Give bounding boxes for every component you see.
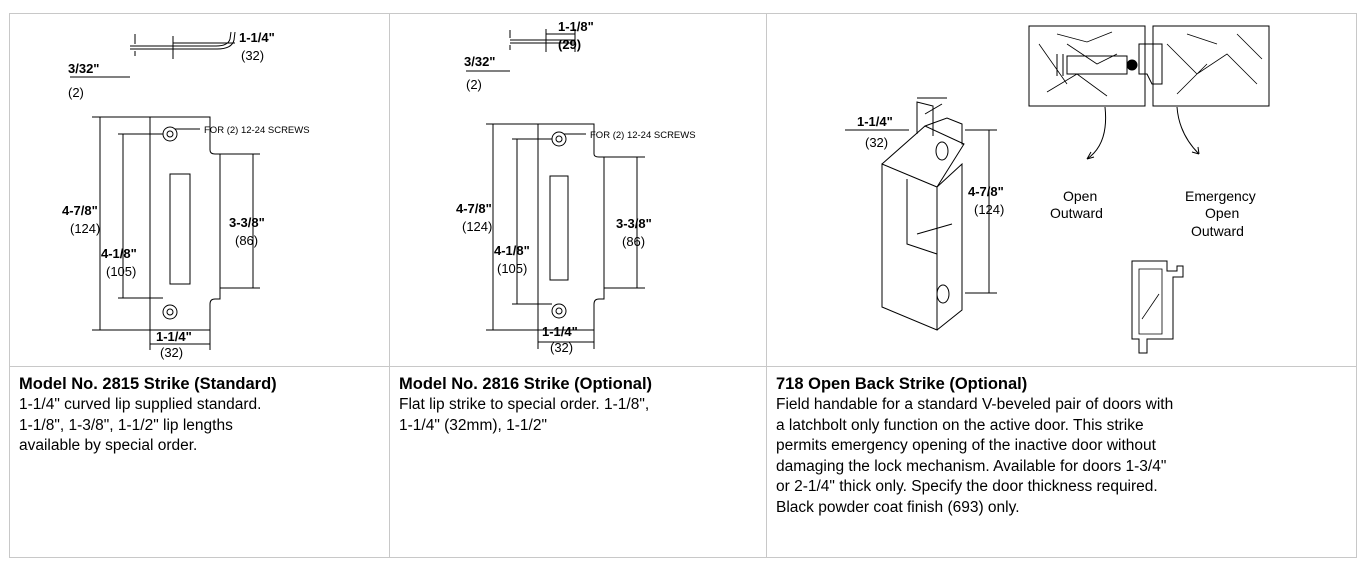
lip-height-dim: 3-3/8" xyxy=(229,215,265,230)
strike-2815-drawing: 1-1/4" (32) 3/32" (2) FOR (2) 12-24 SCRE… xyxy=(10,14,389,366)
screw-hole xyxy=(162,126,178,142)
description-line: Black powder coat finish (693) only. xyxy=(776,498,1020,516)
strike-2815-title: Model No. 2815 Strike (Standard) xyxy=(19,375,277,393)
screw-hole xyxy=(551,131,567,147)
emergency-label: Emergency xyxy=(1185,188,1256,204)
width-dim-mm: (32) xyxy=(865,135,888,150)
lip-profile xyxy=(140,31,232,47)
height-dim-mm: (124) xyxy=(462,219,492,234)
screw-note: FOR (2) 12-24 SCREWS xyxy=(590,130,696,141)
lip-dim: 1-1/4" xyxy=(239,30,275,45)
lip-height-dim: 3-3/8" xyxy=(616,216,652,231)
strike-718-title: 718 Open Back Strike (Optional) xyxy=(776,375,1028,393)
width-dim-mm: (32) xyxy=(160,345,183,360)
description-line: a latchbolt only function on the active … xyxy=(776,416,1144,434)
column-divider xyxy=(766,14,767,557)
strike-plate xyxy=(149,116,221,331)
screw-hole xyxy=(551,303,567,319)
strike-body-3d xyxy=(881,163,938,331)
lip-dim-mm: (32) xyxy=(241,48,264,63)
height-dim: 4-7/8" xyxy=(456,201,492,216)
centers-dim-mm: (105) xyxy=(497,261,527,276)
width-dim: 1-1/4" xyxy=(857,114,893,129)
lip-height-dim-mm: (86) xyxy=(235,233,258,248)
thickness-dim: 3/32" xyxy=(68,61,99,76)
height-dim-mm: (124) xyxy=(70,221,100,236)
column-divider xyxy=(389,14,390,557)
lip-height-dim-mm: (86) xyxy=(622,234,645,249)
description-line: Flat lip strike to special order. 1-1/8"… xyxy=(399,396,650,413)
width-dim: 1-1/4" xyxy=(542,324,578,339)
bolt-opening xyxy=(549,175,569,281)
width-dim: 1-1/4" xyxy=(156,329,192,344)
description-line: 1-1/4" (32mm), 1-1/2" xyxy=(399,416,547,434)
screw-hole xyxy=(162,304,178,320)
description-line: damaging the lock mechanism. Available f… xyxy=(776,457,1167,475)
description-line: permits emergency opening of the inactiv… xyxy=(776,437,1156,454)
thickness-dim-mm: (2) xyxy=(68,85,84,100)
description-line: available by special order. xyxy=(19,437,198,454)
centers-dim-mm: (105) xyxy=(106,264,136,279)
height-dim-mm: (124) xyxy=(974,202,1004,217)
width-dim-mm: (32) xyxy=(550,340,573,355)
description-line: Field handable for a standard V-beveled … xyxy=(776,396,1174,413)
screw-hole xyxy=(935,141,949,161)
centers-dim: 4-1/8" xyxy=(101,246,137,261)
thickness-dim: 3/32" xyxy=(464,54,495,69)
screw-hole xyxy=(936,284,950,304)
strike-2816-drawing: 1-1/8" (29) 3/32" (2) FOR (2) 12-24 SCRE… xyxy=(390,14,766,366)
strike-718-drawing: 1-1/4" (32) 4-7/8" (124) Open Outward Em… xyxy=(767,14,1357,366)
active-door xyxy=(1028,25,1146,107)
strike-2815-description: Model No. 2815 Strike (Standard) 1-1/4" … xyxy=(10,367,389,557)
open-outward-arrow xyxy=(1086,106,1107,160)
height-dim: 4-7/8" xyxy=(62,203,98,218)
product-table: 1-1/4" (32) 3/32" (2) FOR (2) 12-24 SCRE… xyxy=(9,13,1357,558)
strike-2816-description: Model No. 2816 Strike (Optional) Flat li… xyxy=(390,367,766,557)
strike-2816-title: Model No. 2816 Strike (Optional) xyxy=(399,375,653,393)
description-line: 1-1/8", 1-3/8", 1-1/2" lip lengths xyxy=(19,416,233,434)
description-line: 1-1/4" curved lip supplied standard. xyxy=(19,396,262,413)
bolt-opening xyxy=(169,173,191,285)
row-divider xyxy=(10,366,1356,367)
emergency-label: Open xyxy=(1205,205,1239,221)
height-dim: 4-7/8" xyxy=(968,184,1004,199)
open-outward-label: Open xyxy=(1063,188,1097,204)
open-outward-label: Outward xyxy=(1050,205,1103,221)
thickness-dim-mm: (2) xyxy=(466,77,482,92)
strike-section xyxy=(1131,260,1184,354)
centers-dim: 4-1/8" xyxy=(494,243,530,258)
strike-718-description: 718 Open Back Strike (Optional) Field ha… xyxy=(767,367,1357,557)
strike-plate xyxy=(537,123,605,331)
lip-dim-mm: (29) xyxy=(558,37,581,52)
screw-note: FOR (2) 12-24 SCREWS xyxy=(204,125,310,136)
emergency-arrow xyxy=(1176,106,1200,155)
lip-dim: 1-1/8" xyxy=(558,19,594,34)
emergency-label: Outward xyxy=(1191,223,1244,239)
description-line: or 2-1/4" thick only. Specify the door t… xyxy=(776,478,1158,495)
inactive-door xyxy=(1152,25,1270,107)
